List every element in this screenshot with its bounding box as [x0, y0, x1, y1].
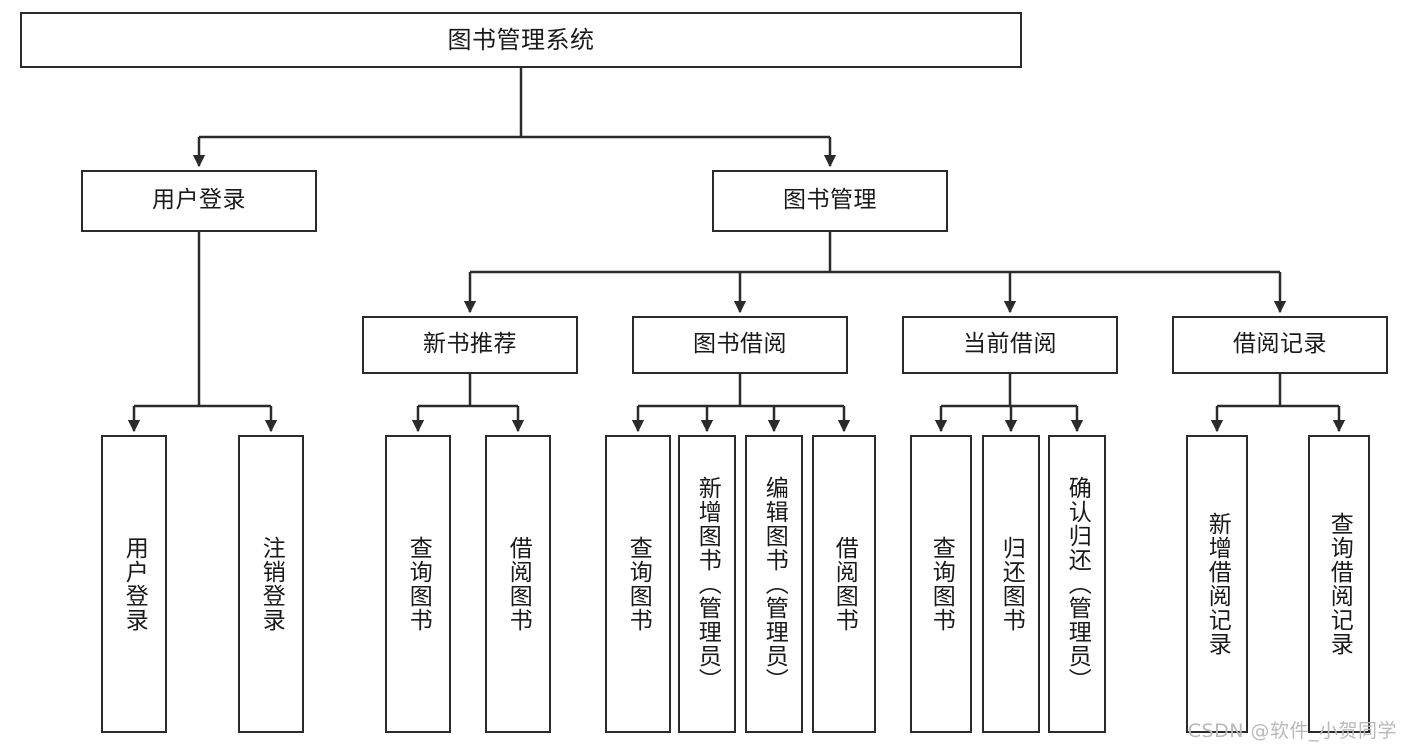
node-current-borrow[interactable]: 当前借阅	[902, 316, 1118, 374]
leaf-query-book-current[interactable]: 查询图书	[910, 435, 972, 733]
leaf-query-borrow-record[interactable]: 查询借阅记录	[1308, 435, 1370, 733]
leaf-borrow-book-newbook[interactable]: 借阅图书	[485, 435, 551, 733]
leaf-confirm-return-admin[interactable]: 确认归还（管理员）	[1048, 435, 1106, 733]
leaf-query-book-newbook[interactable]: 查询图书	[385, 435, 451, 733]
leaf-logout[interactable]: 注销登录	[238, 435, 304, 733]
node-root-book-management-system[interactable]: 图书管理系统	[20, 12, 1022, 68]
node-book-borrow[interactable]: 图书借阅	[632, 316, 848, 374]
leaf-add-borrow-record[interactable]: 新增借阅记录	[1186, 435, 1248, 733]
leaf-user-login[interactable]: 用户登录	[101, 435, 167, 733]
leaf-edit-book-admin[interactable]: 编辑图书（管理员）	[745, 435, 803, 733]
leaf-query-book-borrow[interactable]: 查询图书	[605, 435, 671, 733]
node-borrow-record[interactable]: 借阅记录	[1172, 316, 1388, 374]
leaf-return-book[interactable]: 归还图书	[982, 435, 1040, 733]
leaf-add-book-admin[interactable]: 新增图书（管理员）	[678, 435, 736, 733]
node-book-management[interactable]: 图书管理	[712, 170, 948, 232]
watermark-text: CSDN @软件_小贺同学	[1187, 720, 1397, 742]
leaf-borrow-book[interactable]: 借阅图书	[812, 435, 876, 733]
node-new-book-recommend[interactable]: 新书推荐	[362, 316, 578, 374]
node-user-login[interactable]: 用户登录	[81, 170, 317, 232]
